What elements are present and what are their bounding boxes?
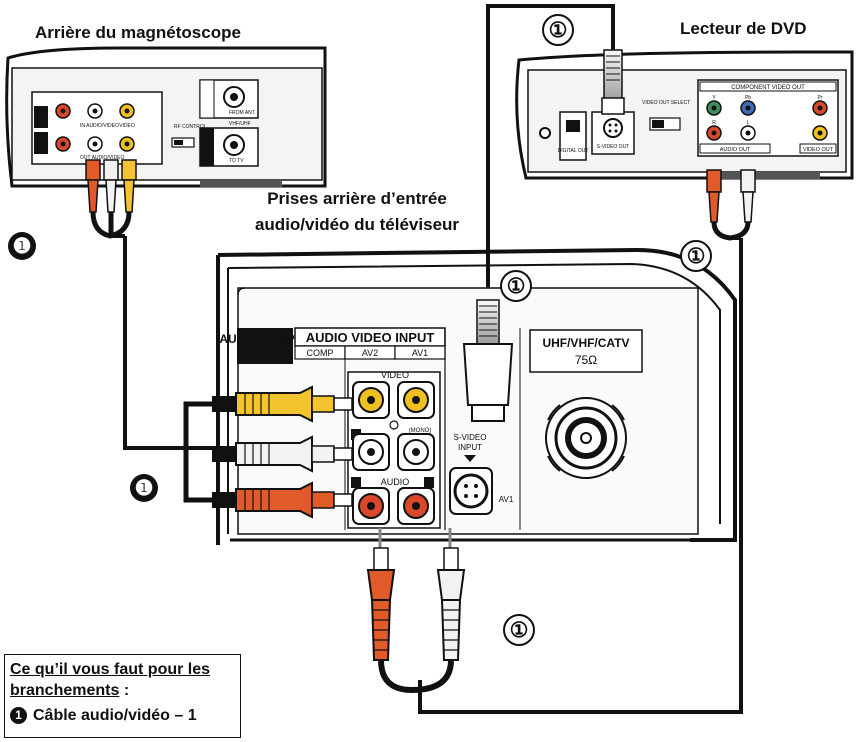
cable-badge-svideo: ① <box>500 270 532 302</box>
requirements-box: Ce qu’il vous faut pour les branchements… <box>4 654 241 738</box>
tv-bottom-audio-plugs <box>366 528 466 712</box>
dvd-video-out-label: VIDEO OUT <box>803 147 834 153</box>
svideo-arrow-icon <box>464 455 476 462</box>
audio-output-label: AUDIO OUTPUT <box>219 332 311 346</box>
svideo-input-label-1: S-VIDEO <box>454 433 487 442</box>
vcr-title: Arrière du magnétoscope <box>35 23 241 42</box>
requirements-heading-suffix: : <box>119 682 130 699</box>
vcr-rf-label: RF CONTROL <box>174 124 207 130</box>
dvd-pb-label: Pb <box>745 95 751 101</box>
comp-label: COMP <box>307 348 334 358</box>
vcr-video-label: VIDEO <box>119 123 135 129</box>
antenna-label-1: UHF/VHF/CATV <box>542 336 629 350</box>
dvd-player: DIGITAL OUT S-VIDEO OUT VIDEO OUT SELECT… <box>515 50 854 180</box>
vcr-cable-plugs <box>85 159 212 450</box>
vcr-av-out-label: OUT AUDIO/VIDEO <box>80 155 124 161</box>
tv-left-av-plugs <box>183 385 353 519</box>
vcr-jacks-out <box>55 136 135 152</box>
dvd-svideo-out-jack[interactable] <box>603 118 623 138</box>
requirements-item: 1 Câble audio/vidéo – 1 <box>10 705 235 726</box>
audio-label: AUDIO <box>381 477 410 487</box>
tv-r-label: R <box>353 479 359 488</box>
cable-badge-dvd-side: ① <box>680 240 712 272</box>
dvd-video-select-label: VIDEO OUT SELECT <box>642 100 690 106</box>
dvd-audio-out-label: AUDIO OUT <box>720 147 751 153</box>
vcr-out-tag <box>34 132 48 154</box>
vcr-out-label: OUT <box>35 142 48 148</box>
cable-badge-vcr: ❶ <box>8 232 36 260</box>
dvd-y-label: Y <box>712 95 716 101</box>
cable-badge-tv: ❶ <box>130 474 158 502</box>
requirements-heading: Ce qu’il vous faut pour les branchements… <box>10 659 235 701</box>
tv-svideo-plug <box>462 299 514 422</box>
cable-badge-dvd-top: ① <box>542 14 574 46</box>
dvd-audio-jacks <box>706 125 828 141</box>
tv-svideo-jack[interactable] <box>453 473 489 509</box>
vcr-in-tag <box>34 106 48 128</box>
av2-label: AV2 <box>362 348 378 358</box>
dvd-title: Lecteur de DVD <box>680 19 807 38</box>
dvd-screw-icon <box>539 127 551 139</box>
tv-audio-r-jacks <box>352 487 435 525</box>
requirements-item-badge: 1 <box>10 707 27 724</box>
antenna-label-2: 75Ω <box>575 353 597 367</box>
vcr-to-tv-label: TO TV <box>229 158 244 164</box>
audio-video-input-label: AUDIO VIDEO INPUT <box>306 330 435 345</box>
tv-mono-label: (MONO) <box>409 428 432 434</box>
svideo-input-label-2: INPUT <box>458 443 482 452</box>
dvd-pr-label: Pr <box>818 95 823 101</box>
vcr-jacks-in <box>55 103 135 119</box>
vcr-vhf-label: VHF/UHF <box>229 121 251 127</box>
dvd-r-label: R <box>712 120 716 126</box>
av1-label: AV1 <box>412 348 428 358</box>
vcr-device: IN OUT IN AUDIO/VIDEO OUT AUDIO/VIDEO VI… <box>5 46 327 188</box>
dvd-component-label: COMPONENT VIDEO OUT <box>731 85 805 91</box>
vcr-in-label: IN <box>38 116 44 122</box>
tv-title-line2: audio/vidéo du téléviseur <box>254 215 460 234</box>
vcr-av-in-label: IN AUDIO/VIDEO <box>80 123 119 129</box>
tv-title-line1: Prises arrière d’entrée <box>267 189 447 208</box>
svideo-av1-label: AV1 <box>499 495 514 504</box>
vcr-from-ant-label: FROM ANT <box>229 110 255 116</box>
cable-badge-audio: ① <box>503 614 535 646</box>
dvd-svideo-plug <box>486 4 625 300</box>
requirements-item-label: Câble audio/vidéo – 1 <box>33 707 197 724</box>
dvd-l-label: L <box>747 120 750 126</box>
tv-audio-l-jacks <box>352 433 435 471</box>
dvd-component-jacks <box>706 100 828 116</box>
tv-l-label-right: L <box>427 479 432 488</box>
audio-output-tag <box>237 328 293 364</box>
dvd-svideo-out-label: S-VIDEO OUT <box>597 144 630 150</box>
video-label: VIDEO <box>381 370 409 380</box>
dvd-digital-out-label: DIGITAL OUT <box>558 148 589 154</box>
requirements-heading-line1: Ce qu’il vous faut pour les <box>10 661 211 678</box>
tv-video-jacks <box>352 381 435 419</box>
requirements-heading-line2: branchements <box>10 682 120 699</box>
